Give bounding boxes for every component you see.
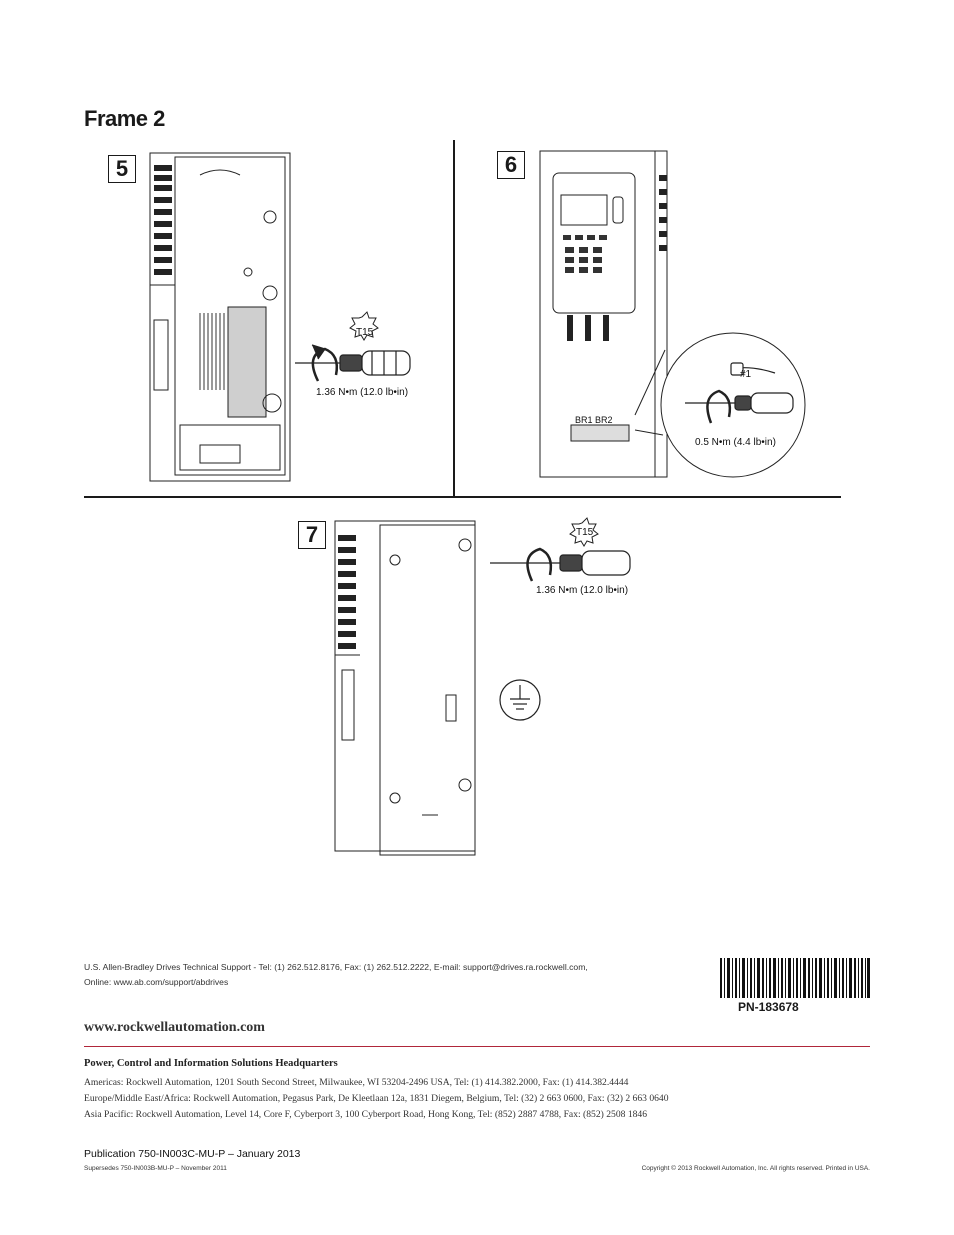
step-7-drive-illustration: T15 1.36 N•m (12.0 lb•in) <box>334 517 631 856</box>
address-americas: Americas: Rockwell Automation, 1201 Sout… <box>84 1077 629 1088</box>
website-link[interactable]: www.rockwellautomation.com <box>84 1020 265 1035</box>
vertical-divider <box>453 140 455 497</box>
address-asia-pacific: Asia Pacific: Rockwell Automation, Level… <box>84 1109 648 1120</box>
step-6-tool-label: #1 <box>740 369 752 380</box>
frame-title: Frame 2 <box>84 106 165 131</box>
support-info: U.S. Allen-Bradley Drives Technical Supp… <box>84 960 588 990</box>
step-6-number: 6 <box>497 151 525 179</box>
horizontal-divider <box>84 496 841 498</box>
copyright: Copyright © 2013 Rockwell Automation, In… <box>641 1165 870 1172</box>
supersedes-note: Supersedes 750-IN003B-MU-P – November 20… <box>84 1165 227 1172</box>
address-emea: Europe/Middle East/Africa: Rockwell Auto… <box>84 1093 669 1104</box>
footer-divider <box>84 1046 870 1047</box>
support-line-2: Online: www.ab.com/support/abdrives <box>84 977 229 987</box>
support-line-1: U.S. Allen-Bradley Drives Technical Supp… <box>84 962 588 972</box>
step-6-torque: 0.5 N•m (4.4 lb•in) <box>695 437 776 448</box>
publication-number: Publication 750-IN003C-MU-P – January 20… <box>84 1148 301 1160</box>
step-7-torque: 1.36 N•m (12.0 lb•in) <box>536 585 628 596</box>
step-5-tool-label: T15 <box>356 327 374 338</box>
hq-title: Power, Control and Information Solutions… <box>84 1058 338 1069</box>
step-7-tool-label: T15 <box>576 527 594 538</box>
step-5-torque: 1.36 N•m (12.0 lb•in) <box>316 387 408 398</box>
step-6-bridge-label: BR1 BR2 <box>575 415 613 425</box>
step-7-number: 7 <box>298 521 326 549</box>
step-5-drive-illustration: T15 1.36 N•m (12.0 lb•in) <box>149 152 411 482</box>
part-number: PN-183678 <box>738 1000 799 1014</box>
step-5-number: 5 <box>108 155 136 183</box>
barcode <box>720 958 870 998</box>
step-6-drive-illustration: BR1 BR2 #1 0.5 N•m (4.4 lb•in) <box>539 150 806 478</box>
